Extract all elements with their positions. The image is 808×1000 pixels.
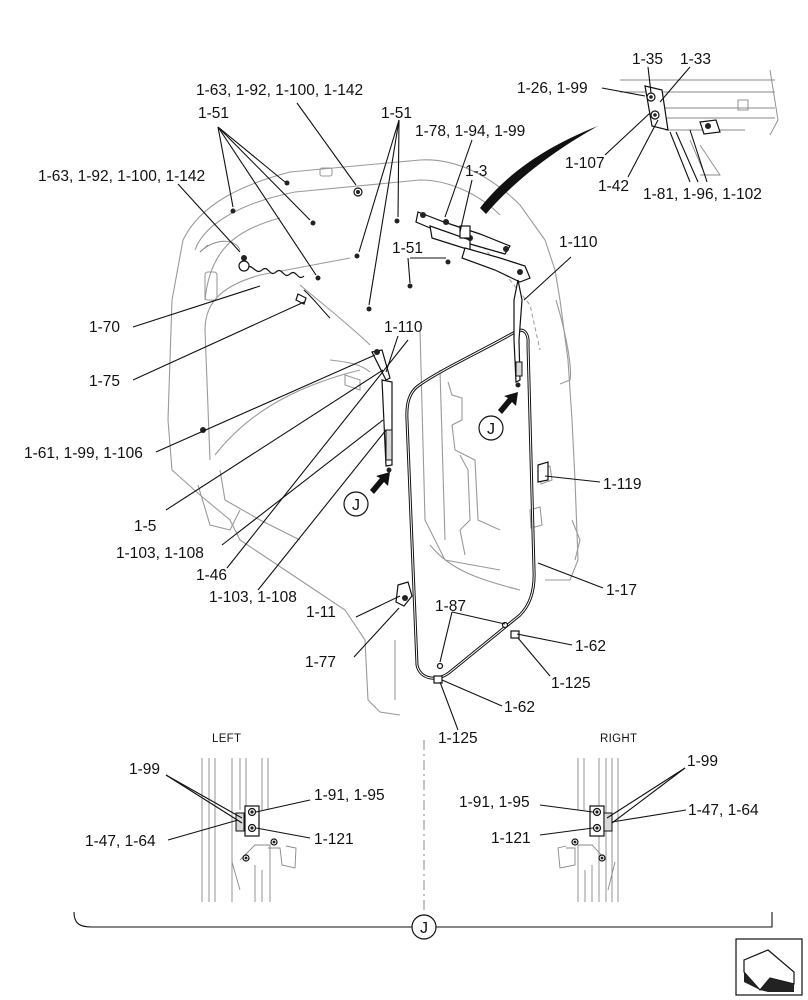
- callout-1-51-left: 1-51: [198, 105, 229, 122]
- damper-spring: [199, 240, 331, 319]
- callout-1-77: 1-77: [305, 654, 336, 671]
- callout-1-103-upper: 1-103, 1-108: [116, 545, 204, 562]
- hinge-bracket-top: [415, 211, 531, 283]
- latch-parts: [395, 461, 549, 684]
- view-arrow-right: [498, 392, 518, 414]
- detail-leader-lines: [165, 767, 687, 841]
- callout-1-51-center: 1-51: [381, 105, 412, 122]
- view-arrow-left: [370, 472, 390, 494]
- callout-1-125-right: 1-125: [551, 675, 591, 692]
- callout-1-17: 1-17: [606, 582, 637, 599]
- callout-1-119: 1-119: [603, 476, 642, 493]
- callout-1-78: 1-78, 1-94, 1-99: [415, 123, 525, 140]
- callout-1-3: 1-3: [465, 163, 487, 180]
- callout-1-75: 1-75: [89, 373, 120, 390]
- right-detail-1-91: 1-91, 1-95: [459, 794, 530, 811]
- left-detail-1-91: 1-91, 1-95: [314, 787, 385, 804]
- callout-1-11: 1-11: [306, 604, 336, 621]
- callout-1-62-right: 1-62: [575, 638, 606, 655]
- next-page-arrow-icon[interactable]: [735, 938, 803, 996]
- callout-1-51-right: 1-51: [392, 240, 423, 257]
- fasteners: [230, 180, 451, 312]
- callout-1-110-left: 1-110: [384, 319, 423, 336]
- callout-1-125-bottom: 1-125: [438, 730, 478, 747]
- callout-1-42: 1-42: [598, 178, 629, 195]
- detail-callout-arc: [480, 126, 598, 214]
- gas-strut-right: [513, 279, 523, 388]
- left-detail-1-47: 1-47, 1-64: [85, 833, 156, 850]
- left-detail-title: LEFT: [212, 733, 241, 745]
- gas-strut-left: [371, 349, 393, 473]
- callout-1-46: 1-46: [196, 567, 227, 584]
- left-detail-1-99: 1-99: [129, 761, 160, 778]
- view-marker-label: J: [352, 497, 360, 514]
- leader-lines: [132, 66, 708, 731]
- view-marker-j3: J: [411, 914, 437, 940]
- callout-1-107: 1-107: [565, 155, 605, 172]
- left-detail-1-121: 1-121: [314, 831, 354, 848]
- right-detail-1-47: 1-47, 1-64: [688, 802, 759, 819]
- callout-1-35: 1-35: [632, 51, 663, 68]
- callout-1-110-right: 1-110: [559, 234, 598, 251]
- callout-1-87: 1-87: [435, 598, 466, 615]
- right-detail-drawing: [557, 758, 619, 902]
- door-glass-seal: [405, 328, 536, 680]
- callout-1-26: 1-26, 1-99: [517, 80, 588, 97]
- callout-1-63-top: 1-63, 1-92, 1-100, 1-142: [196, 82, 363, 99]
- view-marker-j1: J: [478, 415, 504, 441]
- view-marker-label: J: [420, 920, 428, 937]
- right-detail-1-121: 1-121: [491, 830, 531, 847]
- callout-1-61: 1-61, 1-99, 1-106: [24, 445, 143, 462]
- callout-1-81: 1-81, 1-96, 1-102: [643, 186, 762, 203]
- callout-1-33: 1-33: [680, 51, 711, 68]
- callout-1-63-left: 1-63, 1-92, 1-100, 1-142: [38, 168, 205, 185]
- left-detail-labels: LEFT 1-99 1-91, 1-95 1-47, 1-64 1-121: [85, 733, 385, 850]
- inset-hinge-detail: [620, 69, 779, 176]
- right-detail-labels: RIGHT 1-99 1-91, 1-95 1-47, 1-64 1-121: [459, 733, 759, 847]
- callout-labels: 1-35 1-33 1-26, 1-99 1-107 1-42 1-81, 1-…: [24, 51, 762, 747]
- view-marker-label: J: [487, 421, 495, 438]
- left-detail-drawing: [201, 758, 297, 902]
- right-detail-title: RIGHT: [600, 733, 637, 745]
- callout-1-103-lower: 1-103, 1-108: [209, 589, 297, 606]
- view-marker-j2: J: [343, 491, 369, 517]
- callout-1-62-bottom: 1-62: [504, 699, 535, 716]
- callout-1-70: 1-70: [89, 319, 120, 336]
- callout-1-5: 1-5: [134, 518, 156, 535]
- right-detail-1-99: 1-99: [687, 753, 718, 770]
